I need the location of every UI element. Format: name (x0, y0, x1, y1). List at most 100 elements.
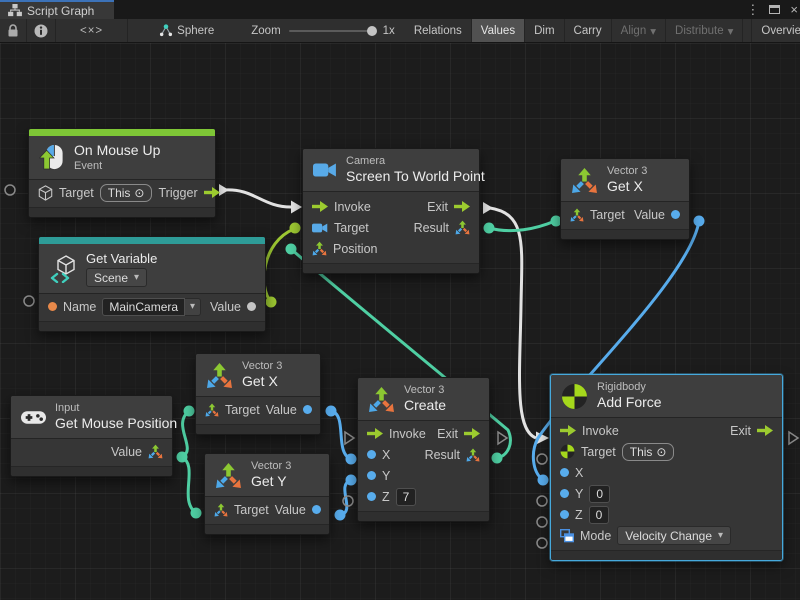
vector3-port-icon[interactable] (570, 208, 584, 222)
node-add-force[interactable]: Rigidbody Add Force Invoke Exit (550, 374, 783, 561)
invoke-label: Invoke (582, 423, 619, 438)
zoom-slider-knob[interactable] (366, 25, 377, 36)
z-value-field[interactable]: 0 (588, 505, 610, 524)
variable-scope-dropdown[interactable]: Scene▾ (86, 268, 148, 287)
float-port-icon[interactable] (560, 489, 569, 498)
chevron-down-icon: ▾ (718, 530, 724, 541)
float-port-icon[interactable] (367, 471, 376, 480)
zoom-control: Zoom 1x (241, 19, 405, 42)
rigidbody-port-icon[interactable] (560, 444, 575, 459)
tab-script-graph[interactable]: Script Graph (0, 0, 114, 19)
vector3-port-icon[interactable] (205, 403, 219, 417)
node-create-vector3[interactable]: Vector 3 Create Invoke Exit X Result (357, 377, 490, 522)
object-picker-icon[interactable]: ⊙ (134, 185, 145, 200)
vector3-port-icon[interactable] (148, 444, 163, 459)
node-title: Add Force (597, 394, 662, 410)
vector3-port-icon[interactable] (312, 241, 327, 256)
node-title: Get Mouse Position (55, 415, 178, 431)
code-view-button[interactable]: <×> (56, 19, 129, 42)
graph-toolbar: <×> Sphere Zoom 1x Relations Values Dim … (0, 19, 800, 43)
object-picker-icon[interactable]: ⊙ (656, 444, 667, 459)
node-footer (551, 550, 782, 560)
chevron-down-icon[interactable]: ▾ (185, 297, 202, 316)
node-category: Vector 3 (404, 384, 445, 396)
node-title: Screen To World Point (346, 168, 485, 184)
toolbar-button-align[interactable]: Align▾ (612, 19, 667, 42)
node-footer (29, 207, 215, 217)
window-tab-bar: Script Graph ⋮ × (0, 0, 800, 19)
window-maximize-icon[interactable] (769, 5, 781, 14)
value-label: Value (633, 207, 665, 222)
info-icon (34, 24, 48, 38)
node-get-variable[interactable]: Get Variable Scene▾ Name MainCamera ▾ Va… (38, 236, 266, 332)
camera-port-icon[interactable] (312, 222, 328, 234)
variable-name-field[interactable]: MainCamera ▾ (102, 297, 202, 316)
control-arrow-icon[interactable] (464, 428, 480, 439)
control-arrow-icon[interactable] (312, 201, 328, 212)
variable-color-bar (39, 237, 265, 244)
mouse-up-icon (39, 144, 65, 171)
float-port-icon[interactable] (560, 510, 569, 519)
float-port-icon[interactable] (367, 492, 376, 501)
node-category: Camera (346, 155, 386, 167)
z-value-field[interactable]: 7 (395, 487, 417, 506)
target-label: Target (225, 402, 260, 417)
control-arrow-icon[interactable] (454, 201, 470, 212)
toolbar-button-relations[interactable]: Relations (405, 19, 472, 42)
toolbar-button-values[interactable]: Values (471, 19, 526, 42)
toolbar-button-distribute[interactable]: Distribute▾ (666, 19, 744, 42)
chevron-down-icon: ▾ (727, 25, 734, 38)
x-label: X (575, 465, 584, 480)
zoom-slider[interactable] (288, 25, 377, 36)
lock-button[interactable] (0, 19, 27, 42)
target-this-field[interactable]: This ⊙ (621, 442, 675, 461)
window-menu-icon[interactable]: ⋮ (746, 1, 760, 17)
y-value-field[interactable]: 0 (589, 484, 611, 503)
vector3-port-icon[interactable] (455, 220, 470, 235)
control-arrow-icon[interactable] (560, 425, 576, 436)
float-port-icon[interactable] (302, 405, 312, 414)
mode-dropdown[interactable]: Velocity Change▾ (617, 526, 732, 545)
node-get-x-mid[interactable]: Vector 3 Get X Target Value (195, 353, 321, 435)
enum-port-icon[interactable] (560, 528, 574, 543)
target-this-field[interactable]: This ⊙ (99, 183, 153, 202)
node-screen-to-world-point[interactable]: Camera Screen To World Point Invoke Exit… (302, 148, 485, 274)
float-port-icon[interactable] (367, 450, 376, 459)
node-category: Vector 3 (242, 360, 283, 372)
toolbar-button-overview[interactable]: Overview (751, 19, 800, 42)
info-button[interactable] (27, 19, 56, 42)
node-footer (561, 229, 689, 239)
object-port-icon[interactable] (247, 302, 256, 311)
value-label: Value (110, 444, 142, 459)
gameobject-cube-icon (38, 184, 53, 201)
toolbar-button-carry[interactable]: Carry (565, 19, 612, 42)
control-arrow-icon[interactable] (757, 425, 773, 436)
node-get-x-top[interactable]: Vector 3 Get X Target Value (560, 158, 690, 240)
node-footer (358, 511, 489, 521)
vector3-port-icon[interactable] (214, 503, 228, 517)
node-get-mouse-position[interactable]: Input Get Mouse Position Value (10, 395, 177, 477)
graph-name-label: Sphere (177, 24, 215, 37)
graph-asset-icon (159, 24, 173, 37)
float-port-icon[interactable] (560, 468, 569, 477)
node-on-mouse-up[interactable]: On Mouse Up Event Target This ⊙ Trigger (28, 128, 220, 218)
node-get-y[interactable]: Vector 3 Get Y Target Value (204, 453, 330, 535)
float-port-icon[interactable] (671, 210, 680, 219)
camera-icon (313, 161, 337, 179)
toolbar-button-dim[interactable]: Dim (525, 19, 565, 42)
node-footer (303, 263, 479, 273)
event-color-bar (29, 129, 215, 136)
string-port-icon[interactable] (48, 302, 57, 311)
window-close-icon[interactable]: × (790, 2, 798, 17)
result-label: Result (424, 447, 460, 462)
current-graph-button[interactable]: Sphere (150, 19, 223, 42)
float-port-icon[interactable] (311, 505, 321, 514)
gamepad-icon (21, 409, 46, 426)
vector3-port-icon[interactable] (466, 448, 480, 462)
node-footer (205, 524, 329, 534)
target-label: Target (59, 185, 94, 200)
position-label: Position (333, 241, 378, 256)
control-arrow-icon[interactable] (367, 428, 383, 439)
node-footer (11, 466, 172, 476)
exit-label: Exit (437, 426, 458, 441)
